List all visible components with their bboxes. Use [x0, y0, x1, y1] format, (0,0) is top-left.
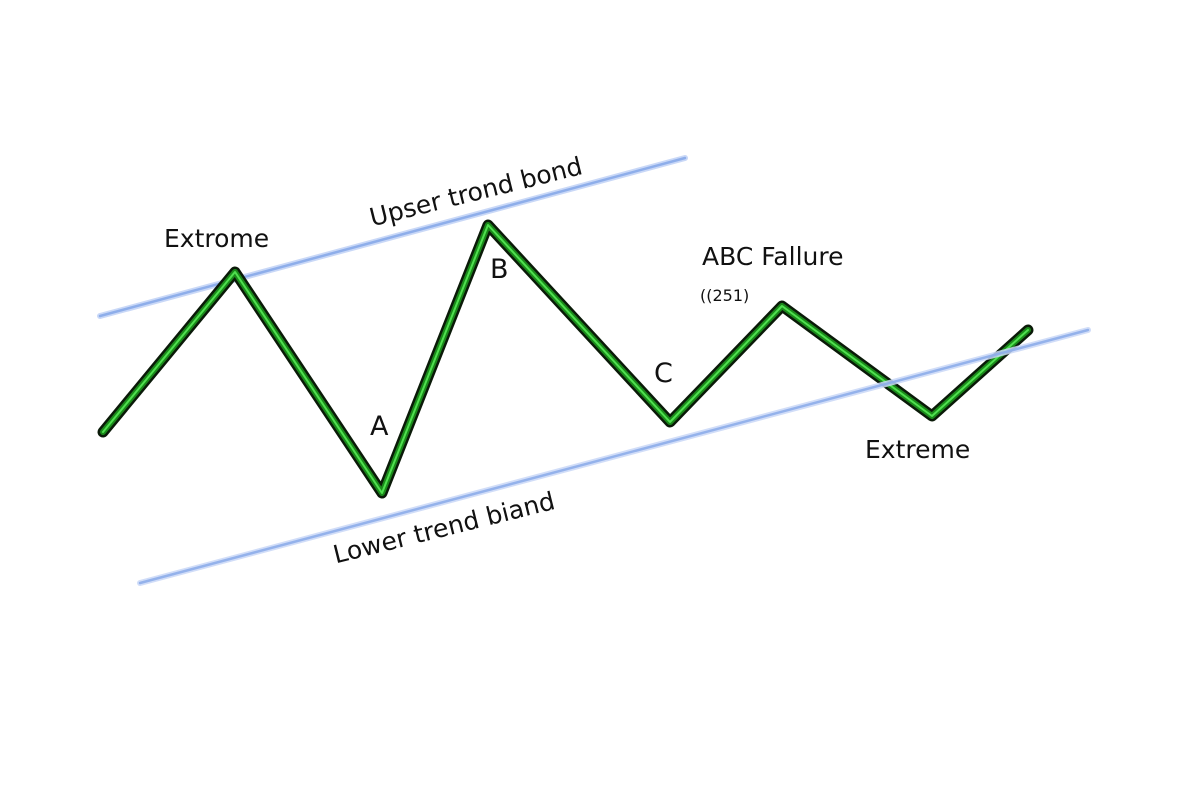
zigzag-price-wave	[97, 219, 1034, 499]
lower-trend-band	[137, 327, 1091, 586]
point-b-label: B	[490, 254, 509, 285]
abc-failure-sublabel: ((251)	[700, 286, 749, 305]
point-c-label: C	[654, 358, 673, 389]
lower-band-label: Lower trend biand	[330, 486, 558, 569]
upper-trend-band	[97, 155, 688, 319]
abc-failure-label: ABC Fallure	[702, 242, 843, 271]
extreme-right-label: Extreme	[865, 435, 970, 464]
extreme-left-label: Extrome	[164, 224, 269, 253]
point-a-label: A	[370, 411, 389, 442]
